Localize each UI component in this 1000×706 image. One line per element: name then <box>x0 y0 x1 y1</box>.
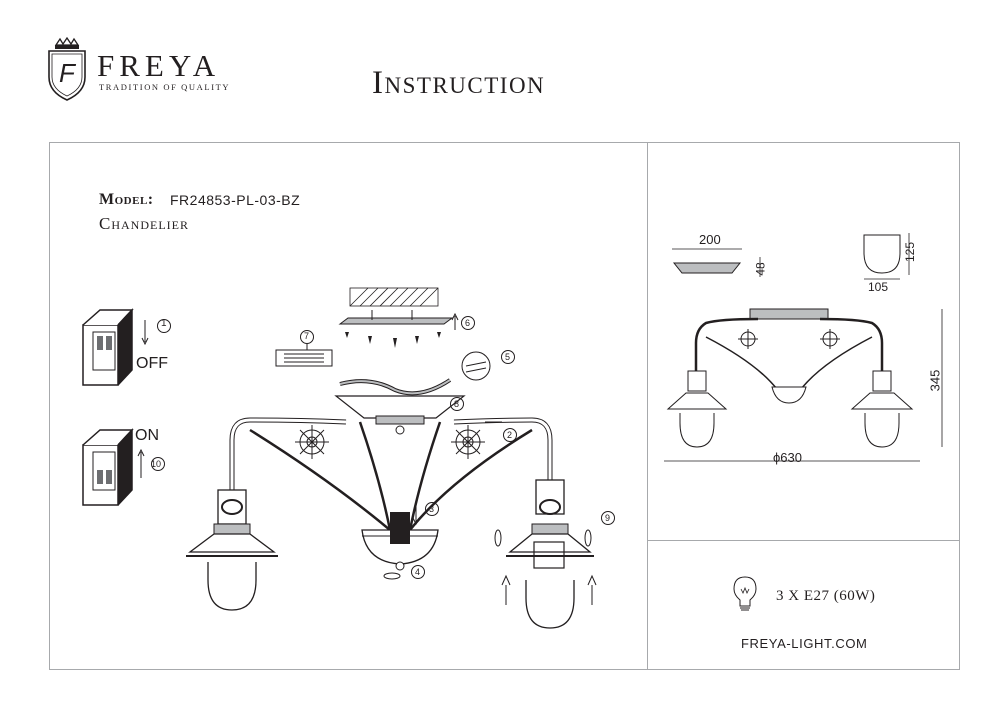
dim-shade-height: 125 <box>903 241 918 263</box>
dim-shade-width: 105 <box>868 280 889 294</box>
dim-total-height: 345 <box>927 369 943 392</box>
brand-tagline: TRADITION OF QUALITY <box>99 82 231 92</box>
model-number: FR24853-PL-03-BZ <box>170 192 301 208</box>
step-9-label: 9 <box>605 513 611 523</box>
brand-crest-icon: F <box>48 37 86 101</box>
step-7-label: 7 <box>304 331 310 341</box>
dim-plate-width: 200 <box>699 232 721 247</box>
step-8-label: 8 <box>454 399 460 409</box>
switch-on-diagram <box>82 428 165 506</box>
model-label: Model: <box>99 191 154 208</box>
content-frame <box>49 142 960 670</box>
website-link[interactable]: FREYA-LIGHT.COM <box>741 636 868 651</box>
horizontal-divider <box>647 540 960 541</box>
product-type: Chandelier <box>99 214 189 233</box>
step-3-label: 3 <box>429 504 435 514</box>
step-2-label: 2 <box>507 430 513 440</box>
step-4-label: 4 <box>415 567 421 577</box>
light-bulb-icon <box>733 576 757 611</box>
step-1-label: 1 <box>161 318 167 329</box>
step-6-label: 6 <box>465 318 471 328</box>
brand-monogram: F <box>59 58 77 88</box>
bulb-spec: 3 X E27 (60W) <box>776 588 876 604</box>
step-5-label: 5 <box>505 352 511 362</box>
dimension-diagram <box>664 233 943 462</box>
step-10-label: 10 <box>151 459 162 469</box>
switch-off-label: OFF <box>136 355 168 372</box>
switch-off-diagram <box>82 308 171 386</box>
dim-plate-height: 48 <box>753 262 768 276</box>
brand-name: FREYA <box>97 48 221 83</box>
page-title: Instruction <box>372 65 546 101</box>
assembly-diagram <box>186 287 615 629</box>
vertical-divider <box>647 142 648 670</box>
switch-on-label: ON <box>135 427 159 444</box>
dim-diameter: ϕ630 <box>773 450 802 465</box>
